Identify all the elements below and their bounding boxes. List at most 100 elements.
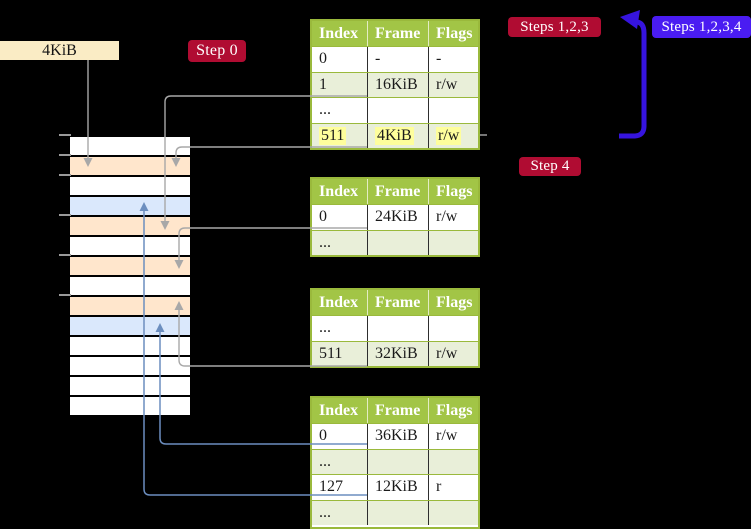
- cell-frame: [367, 316, 428, 341]
- cell-index: ...: [312, 501, 367, 526]
- memory-frame-row: [70, 235, 190, 255]
- cell-value: r/w: [436, 427, 458, 445]
- cell-index: ...: [312, 450, 367, 475]
- cell-value: 0: [319, 208, 327, 226]
- cell-value: 511: [319, 126, 347, 145]
- page-table-level2: Index Frame Flags ... 511 32KiB r/w: [310, 288, 480, 368]
- cell-index: 0: [312, 424, 367, 449]
- cell-flags: [428, 449, 478, 474]
- cell-value: r/w: [436, 344, 458, 362]
- cell-frame: 16KiB: [367, 72, 428, 97]
- cell-value: 511: [319, 344, 343, 362]
- table-header-row: Index Frame Flags: [312, 398, 478, 423]
- recursive-loop-arrow: [619, 19, 647, 139]
- memory-frame-row: [70, 355, 190, 375]
- cell-flags: [428, 230, 478, 255]
- table-row: 0 36KiB r/w: [312, 423, 478, 449]
- column-header-frame: Frame: [367, 290, 428, 315]
- table-row: 0 24KiB r/w: [312, 204, 478, 230]
- page-table-level4: Index Frame Flags 0 - - 1 16KiB r/w ... …: [310, 19, 480, 150]
- cell-value: -: [436, 50, 442, 68]
- table-header-row: Index Frame Flags: [312, 21, 478, 46]
- memory-frame-row: [70, 275, 190, 295]
- cell-index: 0: [312, 205, 367, 230]
- cell-value: r: [436, 478, 442, 496]
- cell-frame: 24KiB: [367, 205, 428, 230]
- badge-step4: Step 4: [519, 157, 581, 176]
- memory-tick: [59, 174, 71, 176]
- memory-frame-row: [70, 255, 190, 275]
- cell-frame: 36KiB: [367, 424, 428, 449]
- frame-size-label: 4KiB: [0, 41, 119, 60]
- cell-frame: 32KiB: [367, 341, 428, 366]
- cell-value: 127: [319, 478, 343, 496]
- memory-tick: [59, 134, 71, 136]
- memory-frame-row: [70, 335, 190, 355]
- cell-index: ...: [312, 231, 367, 256]
- column-header-index: Index: [319, 401, 359, 419]
- cell-value: ...: [319, 233, 331, 251]
- cell-flags: [428, 316, 478, 341]
- cell-index: ...: [312, 98, 367, 123]
- cell-index: 1: [312, 73, 367, 98]
- table-row: 1 16KiB r/w: [312, 71, 478, 98]
- page-table-level3: Index Frame Flags 0 24KiB r/w ...: [310, 177, 480, 257]
- cell-value: ...: [319, 101, 331, 119]
- cell-flags: r/w: [428, 205, 478, 230]
- cell-value: r/w: [436, 126, 462, 145]
- recursive-loop-arrowhead: [620, 10, 640, 29]
- cell-index: 511: [312, 124, 367, 149]
- memory-tick: [59, 294, 71, 296]
- memory-frame-row: [70, 395, 190, 415]
- table-row: ...: [312, 499, 478, 526]
- cell-frame: -: [367, 47, 428, 72]
- physical-memory-column: [70, 135, 190, 415]
- column-header-index: Index: [319, 24, 359, 42]
- table-row: 0 - -: [312, 46, 478, 72]
- table-row: 511 32KiB r/w: [312, 340, 478, 367]
- column-header-frame: Frame: [367, 21, 428, 46]
- cell-value: 36KiB: [375, 427, 418, 445]
- cell-flags: r: [428, 475, 478, 500]
- cell-index: ...: [312, 316, 367, 341]
- table-row: ...: [312, 97, 478, 123]
- memory-frame-row: [70, 375, 190, 395]
- page-table-level1: Index Frame Flags 0 36KiB r/w ... 127 12…: [310, 396, 480, 529]
- cell-value: -: [375, 50, 381, 68]
- cell-value: 24KiB: [375, 208, 418, 226]
- cell-flags: -: [428, 47, 478, 72]
- memory-frame-row: [70, 135, 190, 155]
- cell-frame: [367, 449, 428, 474]
- cell-index: 511: [312, 342, 367, 367]
- cell-frame: 12KiB: [367, 475, 428, 500]
- cell-flags: r/w: [428, 72, 478, 97]
- cell-value: r/w: [436, 75, 458, 93]
- column-header-frame: Frame: [367, 179, 428, 204]
- cell-flags: r/w: [428, 341, 478, 366]
- badge-steps1234: Steps 1,2,3,4: [652, 16, 751, 38]
- column-header-index: Index: [319, 182, 359, 200]
- cell-index: 0: [312, 47, 367, 72]
- cell-value: 4KiB: [375, 126, 414, 145]
- column-header-frame: Frame: [367, 398, 428, 423]
- cell-value: r/w: [436, 208, 458, 226]
- memory-frame-row: [70, 195, 190, 215]
- column-header-index: Index: [319, 293, 359, 311]
- cell-frame: [367, 98, 428, 123]
- table-row: ...: [312, 315, 478, 341]
- table-row: ...: [312, 448, 478, 475]
- cell-flags: [428, 98, 478, 123]
- table-header-row: Index Frame Flags: [312, 290, 478, 315]
- cell-value: 1: [319, 75, 327, 93]
- cell-frame: [367, 500, 428, 525]
- column-header-flags: Flags: [428, 290, 478, 315]
- cell-value: ...: [319, 452, 331, 470]
- column-header-flags: Flags: [428, 179, 478, 204]
- cell-value: ...: [319, 503, 331, 521]
- cell-value: 32KiB: [375, 344, 418, 362]
- cell-flags: r/w: [428, 123, 478, 148]
- cell-flags: [428, 500, 478, 525]
- memory-frame-row: [70, 175, 190, 195]
- cell-value: 16KiB: [375, 75, 418, 93]
- table-row: ...: [312, 229, 478, 256]
